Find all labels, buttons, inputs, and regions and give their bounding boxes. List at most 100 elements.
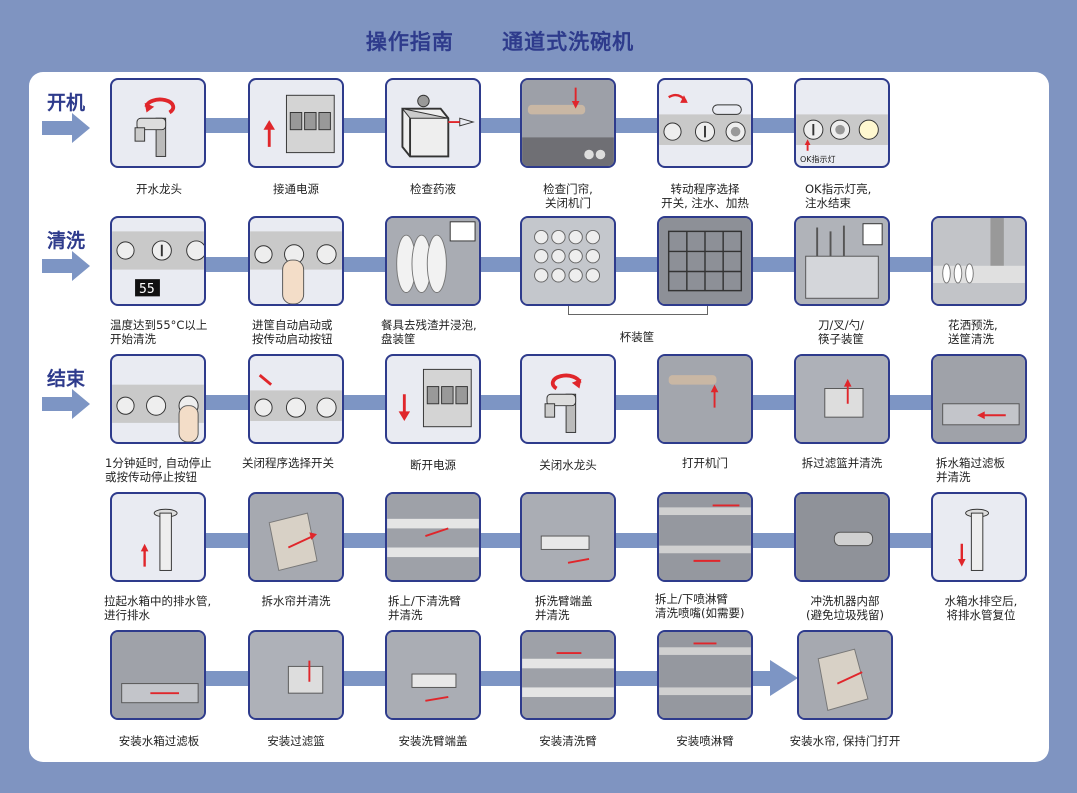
plate-rack-icon [387,218,479,304]
wash-arm-icon [387,494,479,580]
wash-arm-icon [522,632,614,718]
step-load-cups-a [520,216,616,306]
cup-rack-icon [522,218,614,304]
flow-band-row5 [200,671,780,686]
breaker-icon [398,368,472,428]
step-install-curtain [797,630,893,720]
step-caption: 安装过滤篮 [267,734,325,748]
step-check-detergent [385,78,481,168]
section-arrow-icon [42,113,90,143]
spray-arm-icon [659,632,751,718]
step-remove-spray-arms [657,492,753,582]
faucet-icon [134,97,176,157]
title-guide: 操作指南 [365,30,454,54]
control-panel-icon [796,114,888,151]
step-remove-basket [794,354,890,444]
cutlery-basket-icon [796,218,888,304]
step-load-plates [385,216,481,306]
step-stop-conveyor [110,354,206,444]
section-label-start: 开机 [47,92,86,114]
step-caption: 安装洗臂端盖 [398,734,468,748]
step-caption: 检查药液 [410,182,456,196]
breaker-icon [263,94,335,154]
step-caption: 进筐自动启动或 按传动启动按钮 [252,318,333,346]
end-cap-icon [522,494,614,580]
filter-plate-icon [112,632,204,718]
step-caption: 杯装筐 [619,330,655,344]
step-caption: 拆上/下喷淋臂 清洗喷嘴(如需要) [655,592,745,620]
step-caption: 断开电源 [410,458,456,472]
step-remove-curtain [248,492,344,582]
step-caption: 关闭水龙头 [539,458,597,472]
step-rinse-interior [794,492,890,582]
end-cap-icon [387,632,479,718]
step-caption: 温度达到55°C以上 开始清洗 [110,318,208,346]
step-install-spray-arms [657,630,753,720]
filter-plate-icon [933,356,1025,442]
push-button-icon [112,384,204,442]
step-caption: 安装水箱过滤板 [118,734,200,748]
step-remove-end-caps [520,492,616,582]
curtain-icon [799,632,891,718]
filter-basket-icon [796,356,888,442]
temperature-display: 55 [139,282,155,297]
curtain-icon [250,494,342,580]
spray-arm-icon [659,494,751,580]
step-caption: 水箱水排空后, 将排水管复位 [944,594,1018,622]
detergent-container-icon [401,94,475,158]
spray-hose-icon [796,494,888,580]
step-caption: OK指示灯亮, 注水结束 [805,182,872,210]
step-remove-wash-arms [385,492,481,582]
drain-pipe-icon [140,508,178,571]
step-caption: 安装清洗臂 [539,734,597,748]
step-reset-drain [931,492,1027,582]
step-remove-filter-plate [931,354,1027,444]
step-power-on [248,78,344,168]
step-caption: 拆水箱过滤板 并清洗 [936,456,1005,484]
step-caption: 开水龙头 [136,182,182,196]
section-arrow-icon [42,251,90,281]
step-caption: 接通电源 [273,182,319,196]
filter-basket-icon [250,632,342,718]
step-install-filter-plate [110,630,206,720]
push-button-icon [250,231,342,304]
step-open-tap [110,78,206,168]
glass-rack-icon [659,218,751,304]
flow-arrow-icon [770,660,798,696]
machine-door-icon [659,356,751,442]
step-caption: 拆上/下清洗臂 并清洗 [388,594,461,622]
spray-nozzle-icon [933,218,1025,304]
step-caption: 拉起水箱中的排水管, 进行排水 [104,594,212,622]
cups-bracket [568,306,708,315]
step-caption: 安装喷淋臂 [676,734,734,748]
step-caption: 1分钟延时, 自动停止 或按传动停止按钮 [105,456,212,484]
step-caption: 餐具去残渣并浸泡, 盘装筐 [381,318,477,346]
section-label-wash: 清洗 [47,230,86,252]
step-caption: 花洒预洗, 送筐清洗 [948,318,998,346]
step-caption: 转动程序选择 开关, 注水、加热 [661,182,749,210]
drain-pipe-icon [957,508,990,571]
control-panel-icon [112,231,204,297]
control-panel-icon [659,93,751,145]
step-ok-light: OK指示灯 [794,78,890,168]
step-caption: 检查门帘, 关闭机门 [543,182,593,210]
step-caption: 关闭程序选择开关 [242,456,334,470]
step-caption: 拆水帘并清洗 [261,594,331,608]
step-caption: 拆过滤篮并清洗 [801,456,883,470]
step-caption: 刀/叉/勺/ 筷子装筐 [817,318,865,346]
step-install-end-caps [385,630,481,720]
machine-door-icon [522,80,614,166]
step-load-cutlery [794,216,890,306]
step-prewash [931,216,1027,306]
step-caption: 打开机门 [682,456,728,470]
step-start-conveyor [248,216,344,306]
title-machine: 通道式洗碗机 [502,30,635,54]
step-caption: 安装水帘, 保持门打开 [789,734,901,748]
step-install-basket [248,630,344,720]
step-check-curtain [520,78,616,168]
step-power-off [385,354,481,444]
faucet-icon [544,373,582,433]
section-arrow-icon [42,389,90,419]
step-open-door [657,354,753,444]
page-title: 操作指南 通道式洗碗机 [0,26,1000,56]
